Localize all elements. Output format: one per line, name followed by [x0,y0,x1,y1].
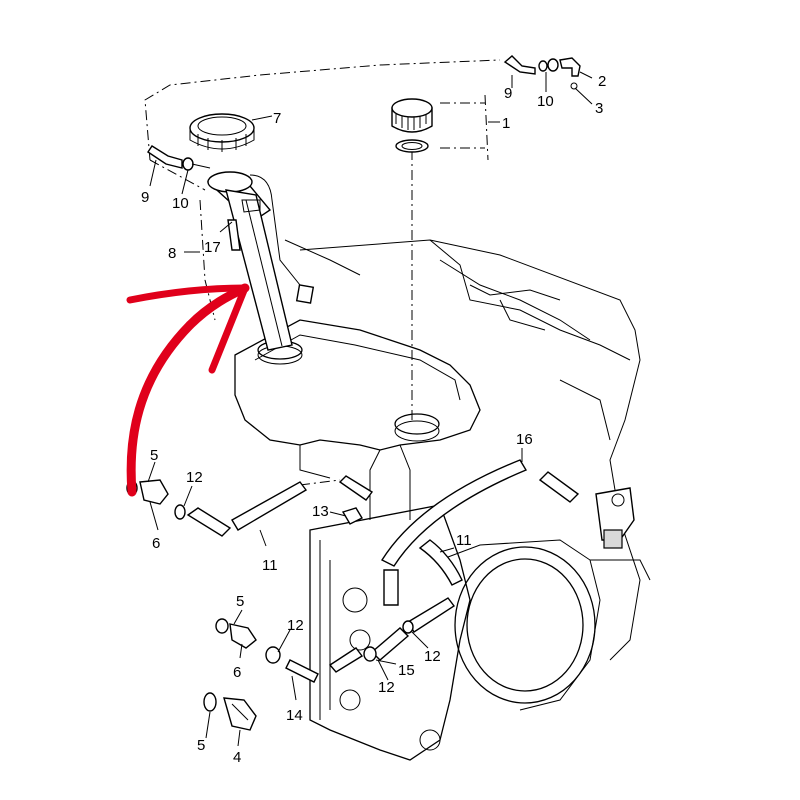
callout-10: 10 [172,195,189,212]
callout-15: 15 [398,662,415,679]
locking-ring [189,113,255,152]
callout-12: 12 [378,679,395,696]
filler-cap [391,98,433,153]
callout-9: 9 [504,85,512,102]
callout-11: 11 [456,532,472,549]
breather-hoses [147,55,581,171]
callout-5: 5 [197,737,205,754]
callout-16: 16 [516,431,533,448]
callout-11: 11 [262,557,278,574]
leader-lines [147,71,593,747]
callout-1: 1 [502,115,510,132]
callout-14: 14 [286,707,303,724]
callout-5: 5 [236,593,244,610]
red-pointer-arrow [126,283,250,497]
callout-12: 12 [424,648,441,665]
callout-7: 7 [273,110,281,127]
callout-labels: 1 2 3 9 10 7 9 10 8 17 5 6 12 11 13 16 1… [141,73,606,766]
lower-frame [309,504,651,761]
callout-6: 6 [233,664,241,681]
fuel-tank [234,319,481,520]
callout-9: 9 [141,189,149,206]
callout-4: 4 [233,749,241,766]
callout-5: 5 [150,447,158,464]
callout-12: 12 [186,469,203,486]
callout-12: 12 [287,617,304,634]
callout-13: 13 [312,503,329,520]
engine-block-outline [284,239,641,661]
callout-6: 6 [152,535,160,552]
callout-3: 3 [595,100,603,117]
fuel-lines [186,459,635,683]
callout-10: 10 [537,93,554,110]
callout-17: 17 [204,239,221,256]
fuel-sender-unit [206,171,315,351]
callout-8: 8 [168,245,176,262]
callout-2: 2 [598,73,606,90]
